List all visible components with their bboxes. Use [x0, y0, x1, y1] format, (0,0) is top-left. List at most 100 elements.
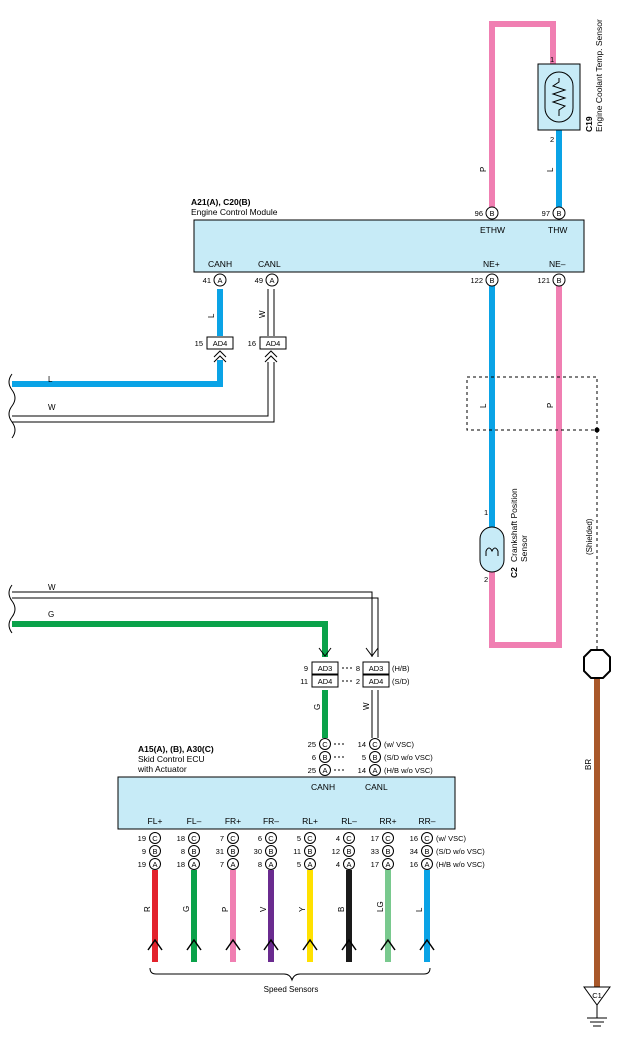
ecu-pin-note: (S/D w/o VSC) — [436, 847, 485, 856]
wire-breaks-top — [8, 373, 16, 634]
lead-arrow — [419, 938, 435, 951]
jc-hb: (H/B) — [392, 664, 410, 673]
ecu-pin-circle — [265, 832, 277, 844]
jc-n9: 9 — [304, 664, 308, 673]
ecm-canl-letter: A — [269, 276, 274, 285]
lead-color-label: G — [182, 906, 191, 912]
jc-ad4-16: AD4 — [266, 339, 281, 348]
ecu-pin-num: 11 — [293, 847, 301, 856]
jc-n8: 8 — [356, 664, 360, 673]
wire-white-ecm — [267, 289, 275, 336]
ecm-nep: NE+ — [483, 259, 500, 269]
wire-blue-canh — [12, 360, 223, 387]
ecu-box — [117, 776, 456, 830]
ecu-can-note: (H/B w/o VSC) — [384, 766, 433, 775]
ecu-pin-letter: B — [152, 847, 157, 856]
label-w-left: W — [48, 403, 56, 412]
ecm-name: Engine Control Module — [191, 207, 278, 217]
label-g-drop: G — [313, 704, 322, 710]
ecm-ethw-letter: B — [489, 209, 494, 218]
ecu-can-num-r: 14 — [358, 766, 366, 775]
ecu-pin-label: FL– — [187, 816, 202, 826]
ecu-pin-label: FL+ — [148, 816, 163, 826]
lead-arrow — [302, 938, 318, 951]
ecu-pin-num: 4 — [336, 860, 340, 869]
ecu-ref: A15(A), (B), A30(C) — [138, 744, 214, 754]
ecu-pin-label: RL+ — [302, 816, 318, 826]
ecu-pin-circle — [421, 858, 433, 870]
ecu-canl: CANL — [365, 782, 388, 792]
ecu-can-num-r: 5 — [362, 753, 366, 762]
ecu-pin-letter: C — [346, 834, 352, 843]
lead-arrow — [380, 938, 396, 951]
ecu-pin-circle — [227, 845, 239, 857]
ecu-pin-letter: A — [424, 860, 429, 869]
wire-white-canl — [12, 362, 275, 423]
ecu-pin-letter: B — [307, 847, 312, 856]
ecu-can-num-l: 25 — [308, 740, 316, 749]
jc-lower — [311, 647, 390, 688]
ecu-pin-letter: A — [385, 860, 390, 869]
ecu-pin-circle — [421, 845, 433, 857]
ecu-pin-num: 31 — [216, 847, 224, 856]
ecm-nep-letter: B — [489, 276, 494, 285]
jc-n16: 16 — [248, 339, 256, 348]
ecu-pin-num: 5 — [297, 834, 301, 843]
crank-pin1: 1 — [484, 508, 488, 517]
jc-ad3-right: AD3 — [369, 664, 384, 673]
lead-arrow — [341, 938, 357, 951]
ecu-pin-circle — [304, 845, 316, 857]
ecu-pin-num: 9 — [142, 847, 146, 856]
ecu-pin-letter: B — [424, 847, 429, 856]
ecu-pin-letter: C — [268, 834, 274, 843]
ecu-pin-circle — [343, 845, 355, 857]
label-l-left: L — [48, 375, 53, 384]
ground-symbol — [583, 986, 611, 1027]
ecm-canl-num: 49 — [255, 276, 263, 285]
ecm-nep-num: 122 — [470, 276, 483, 285]
label-l-thw: L — [546, 167, 555, 172]
ecu-pin-letter: C — [152, 834, 158, 843]
ecu-name1: Skid Control ECU — [138, 754, 205, 764]
jc-ad4-15: AD4 — [213, 339, 228, 348]
ecu-pin-num: 30 — [254, 847, 262, 856]
ecu-can-circle-r — [369, 738, 381, 750]
wire-green-skid — [12, 621, 328, 657]
ecu-pin-circle — [149, 832, 161, 844]
ecu-pin-num: 7 — [220, 834, 224, 843]
ecu-pin-letter: B — [191, 847, 196, 856]
wire-pink-crank — [489, 285, 562, 648]
ecu-pin-num: 5 — [297, 860, 301, 869]
label-w-drop: W — [362, 702, 371, 710]
ecu-pin-num: 16 — [410, 860, 418, 869]
ecu-pin-circle — [382, 858, 394, 870]
ecu-pin-circle — [265, 858, 277, 870]
ecm-canh-letter: A — [217, 276, 222, 285]
ecu-can-letter-r: B — [372, 753, 377, 762]
label-g-left: G — [48, 610, 54, 619]
ecu-pin-num: 16 — [410, 834, 418, 843]
ecu-pin-circle — [149, 845, 161, 857]
ecu-can-letter-r: C — [372, 740, 378, 749]
lead-color-label: P — [221, 907, 230, 912]
ecu-pin-circle — [343, 832, 355, 844]
ecm-canl: CANL — [258, 259, 281, 269]
ecu-pin-num: 17 — [371, 834, 379, 843]
label-br: BR — [584, 759, 593, 770]
jc-sd: (S/D) — [392, 677, 410, 686]
ecu-pin-letter: A — [346, 860, 351, 869]
lead-arrow — [225, 938, 241, 951]
ecm-thw: THW — [548, 225, 567, 235]
ecu-pin-num: 4 — [336, 834, 340, 843]
ecu-can-circle-r — [369, 751, 381, 763]
ecu-pin-label: FR– — [263, 816, 279, 826]
ecu-pin-circle — [188, 845, 200, 857]
shield-node — [594, 427, 600, 433]
coolant-name: Engine Coolant Temp. Sensor — [594, 19, 604, 132]
ecu-can-circle-l — [319, 738, 331, 750]
jc-ad4-upper — [206, 336, 287, 363]
ecu-pin-circle — [304, 858, 316, 870]
shield-box — [466, 376, 598, 431]
